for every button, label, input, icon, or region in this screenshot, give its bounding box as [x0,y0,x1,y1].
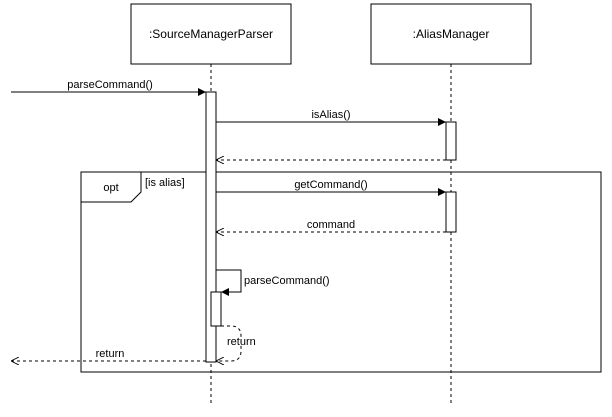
message-label-getcommand: getCommand() [294,179,367,191]
activation-alias-manager-isalias [445,121,457,161]
participant-box-alias-manager [370,3,532,65]
message-label-isalias: isAlias() [311,109,350,121]
message-arrow-self-parsecommand [216,269,242,296]
activation-alias-manager-getcommand [445,191,457,233]
participant-box-source-manager-parser [130,3,292,65]
message-label-command-return: command [307,219,355,231]
activation-self-parsecommand [210,291,222,327]
message-label-self-parsecommand: parseCommand() [244,275,330,287]
opt-fragment-frame [80,171,602,373]
activation-source-manager-parser [205,91,217,363]
opt-fragment-guard: [is alias] [145,177,185,189]
message-label-return-out: return [96,348,125,360]
participant-label-source-manager-parser: :SourceManagerParser [149,27,273,41]
message-arrow-self-return [216,325,242,361]
opt-fragment-operator: opt [103,182,118,194]
message-label-parsecommand-in: parseCommand() [67,79,153,91]
message-label-self-return: return [227,336,256,348]
participant-label-alias-manager: :AliasManager [413,27,490,41]
opt-fragment-tab [80,171,142,203]
